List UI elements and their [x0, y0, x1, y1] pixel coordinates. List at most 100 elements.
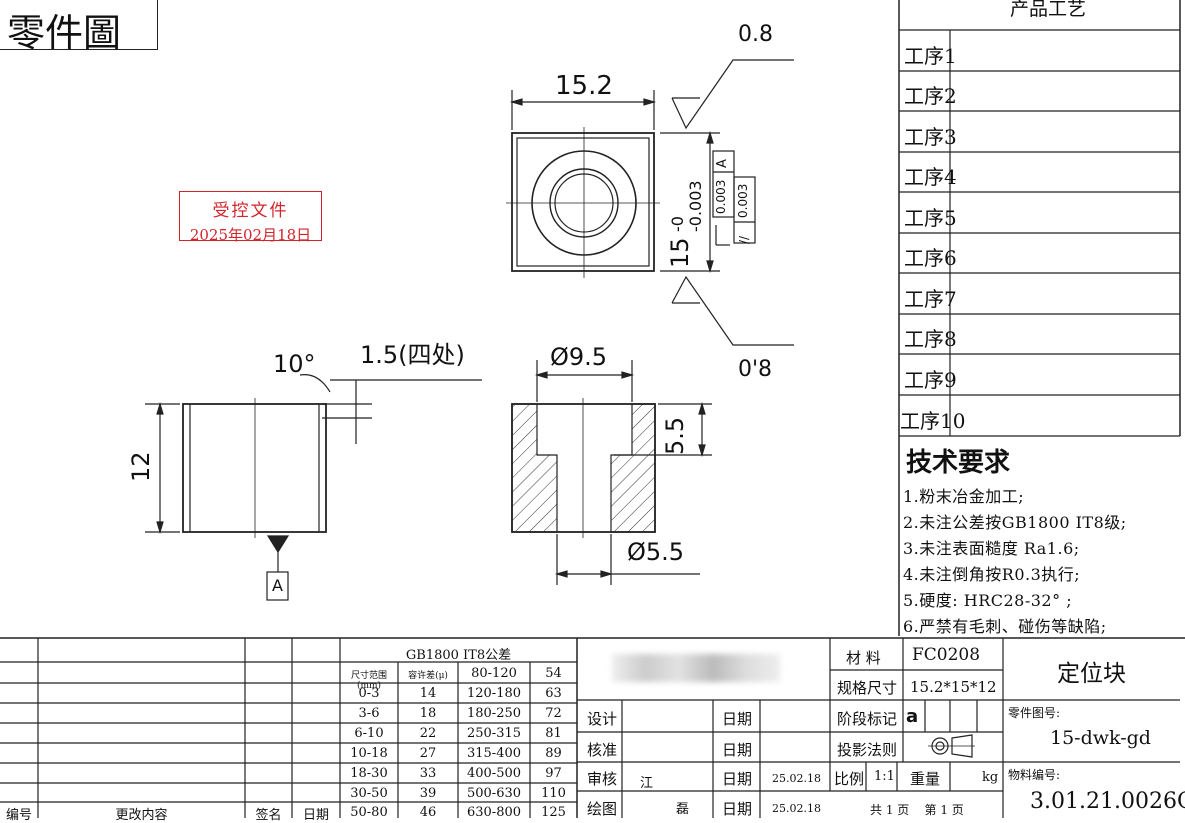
dim-height-tol-up: -0	[668, 216, 687, 232]
perp-tolerance: 0.003	[714, 179, 728, 214]
label-date: 日期	[722, 800, 753, 818]
tech-requirement-item: 6.严禁有毛刺、碰伤等缺陷;	[903, 617, 1107, 636]
dim-height-group: 15 -0 -0.003	[666, 150, 708, 268]
tol-cell: 180-250	[466, 706, 522, 721]
process-step: 工序8	[904, 327, 957, 351]
tol-col-tol: 容许差(μ)	[408, 671, 448, 681]
tol-cell: 46	[419, 805, 437, 820]
parallel-tolerance: 0.003	[736, 183, 750, 218]
drafter-name: 磊	[676, 802, 690, 817]
tol-cell: 18-30	[350, 766, 388, 781]
tol-cell: 30-50	[350, 786, 388, 801]
audit-name: 江	[640, 776, 654, 791]
tol-cell: 50-80	[350, 805, 388, 820]
tol-cell: 18	[419, 706, 437, 721]
tol-cell: 54	[545, 666, 562, 681]
dim-angle: 10°	[273, 350, 316, 378]
material-no: 3.01.21.0026C	[1030, 789, 1185, 814]
label-spec: 规格尺寸	[837, 679, 898, 697]
label-design: 设计	[587, 710, 618, 728]
tol-cell: 630-800	[466, 805, 522, 820]
label-stage: 阶段标记	[837, 710, 898, 728]
process-step: 工序3	[904, 125, 957, 149]
tol-cell: 3-6	[358, 706, 380, 721]
tolerance-table-title: GB1800 IT8公差	[405, 648, 512, 663]
dim-bore-dia: Ø9.5	[550, 343, 608, 371]
drawing-title: 零件圖	[7, 11, 122, 55]
process-step: 工序2	[904, 84, 957, 108]
tech-requirements-title: 技术要求	[906, 448, 1011, 478]
tech-requirement-item: 4.未注倒角按R0.3执行;	[903, 565, 1081, 584]
weight-unit: kg	[982, 770, 999, 785]
tol-cell: 39	[419, 786, 437, 801]
drafter-date: 25.02.18	[772, 802, 821, 815]
tech-requirement-item: 5.硬度: HRC28-32° ;	[903, 591, 1073, 610]
company-name-blurred	[612, 654, 780, 682]
tol-cell: 400-500	[466, 766, 522, 781]
tol-cell: 110	[541, 786, 566, 801]
tol-cell: 250-315	[466, 726, 522, 741]
tol-cell: 89	[545, 746, 562, 761]
label-part-no: 零件图号:	[1008, 706, 1061, 720]
datum-label: A	[272, 576, 283, 595]
label-scale: 比例	[834, 770, 865, 788]
perp-datum: A	[715, 159, 730, 168]
tol-col-size: 尺寸范围(mm)	[350, 671, 387, 691]
label-material: 材 料	[846, 649, 881, 667]
controlled-document-stamp: 受控文件 2025年02月18日	[179, 191, 322, 244]
rev-col-no: 编号	[5, 808, 32, 823]
tol-cell: 97	[545, 766, 562, 781]
label-drafter: 绘图	[587, 800, 618, 818]
tech-requirement-item: 1.粉末冶金加工;	[903, 487, 1025, 506]
process-step: 工序7	[904, 287, 957, 311]
label-weight: 重量	[910, 770, 941, 788]
label-check: 核准	[587, 741, 618, 759]
rev-col-content: 更改内容	[115, 808, 168, 823]
tol-cell: 10-18	[350, 746, 388, 761]
tol-cell: 27	[419, 746, 437, 761]
process-step: 工序10	[900, 409, 966, 433]
drawing-title-box: 零件圖	[0, 0, 158, 55]
process-step: 工序1	[904, 44, 957, 68]
tol-cell: 120-180	[466, 686, 522, 701]
top-view-outline	[511, 132, 655, 272]
tol-cell: 22	[419, 726, 437, 741]
tol-cell: 0-3	[358, 686, 380, 701]
dim-height-tol-low: -0.003	[686, 180, 705, 232]
stamp-line-2: 2025年02月18日	[189, 226, 312, 244]
label-projection: 投影法则	[837, 741, 898, 759]
parallel-icon: //	[737, 235, 751, 244]
tol-cell: 14	[419, 686, 437, 701]
process-step: 工序6	[904, 246, 957, 270]
sheet-count: 共 1 页 第 1 页	[870, 803, 964, 817]
side-view-outline	[182, 403, 327, 533]
label-audit: 审核	[587, 770, 618, 788]
part-name: 定位块	[1057, 661, 1126, 687]
tech-requirement-item: 3.未注表面糙度 Ra1.6;	[903, 539, 1080, 558]
dim-height-base: 15	[666, 237, 694, 268]
dim-bore-depth: 5.5	[661, 416, 689, 455]
tol-cell: 63	[545, 686, 562, 701]
tol-cell: 81	[545, 726, 562, 741]
spec-value: 15.2*15*12	[910, 678, 997, 696]
dim-width: 15.2	[555, 71, 613, 101]
rev-col-date: 日期	[302, 808, 329, 823]
process-step: 工序9	[904, 368, 957, 392]
stamp-line-1: 受控文件	[212, 201, 289, 221]
dim-hole-dia: Ø5.5	[627, 538, 685, 566]
dim-chamfer: 1.5(四处)	[360, 341, 465, 369]
roughness-top: 0.8	[738, 22, 773, 47]
material-value: FC0208	[912, 645, 981, 665]
tol-cell: 72	[545, 706, 562, 721]
audit-date: 25.02.18	[772, 772, 821, 785]
process-step: 工序5	[904, 206, 957, 230]
process-step: 工序4	[904, 165, 957, 189]
tech-requirement-item: 2.未注公差按GB1800 IT8级;	[903, 513, 1127, 532]
label-material-no: 物料编号:	[1008, 768, 1061, 782]
tol-cell: 6-10	[354, 726, 384, 741]
roughness-bottom: 0'8	[738, 357, 773, 382]
tol-cell: 125	[541, 805, 566, 820]
tol-cell: 500-630	[466, 786, 522, 801]
label-date: 日期	[722, 710, 753, 728]
